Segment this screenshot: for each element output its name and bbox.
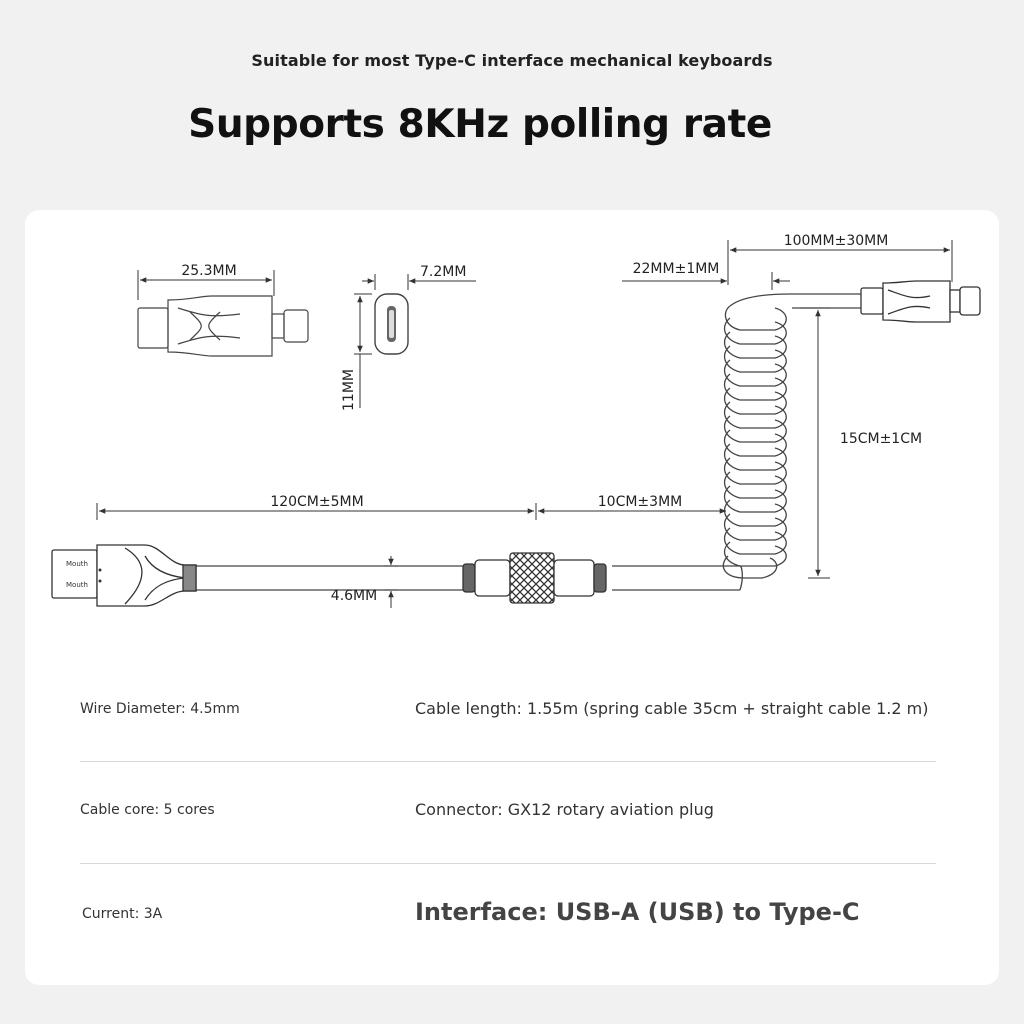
page-subtitle: Suitable for most Type-C interface mecha… bbox=[251, 51, 773, 70]
spec-cable-length: Cable length: 1.55m (spring cable 35cm +… bbox=[415, 699, 929, 718]
coiled-cable bbox=[722, 293, 861, 579]
dimension-coil-lead: 10CM±3MM bbox=[538, 494, 726, 514]
spec-connector: Connector: GX12 rotary aviation plug bbox=[415, 800, 714, 819]
dimension-tail-length: 100MM±30MM bbox=[727, 233, 953, 285]
dimension-typec-length: 25.3MM bbox=[137, 263, 275, 300]
typec-connector-right bbox=[860, 280, 981, 323]
dimension-straight-length: 120CM±5MM bbox=[96, 494, 537, 520]
spec-cable-core: Cable core: 5 cores bbox=[80, 802, 215, 818]
coil-height-label: 15CM±1CM bbox=[840, 431, 922, 447]
port-width-label: 7.2MM bbox=[420, 264, 466, 280]
dimension-port-width: 7.2MM bbox=[362, 264, 476, 290]
coil-offset-label: 22MM±1MM bbox=[633, 261, 720, 277]
dimension-coil-height: 15CM±1CM bbox=[800, 307, 922, 579]
tail-length-label: 100MM±30MM bbox=[784, 233, 889, 249]
wire-diameter-dim-label: 4.6MM bbox=[331, 588, 377, 604]
usb-mouth-bottom-label: Mouth bbox=[66, 581, 88, 589]
spec-divider bbox=[80, 863, 936, 864]
straight-length-label: 120CM±5MM bbox=[270, 494, 363, 510]
spec-current: Current: 3A bbox=[82, 906, 163, 922]
straight-cable bbox=[196, 565, 743, 591]
port-height-label: 11MM bbox=[341, 369, 357, 411]
typec-plug-detail bbox=[137, 295, 309, 357]
usb-mouth-top-label: Mouth bbox=[66, 560, 88, 568]
spec-interface: Interface: USB-A (USB) to Type-C bbox=[415, 898, 860, 926]
port-detail bbox=[374, 293, 409, 355]
typec-length-label: 25.3MM bbox=[181, 263, 236, 279]
dimension-coil-offset: 22MM±1MM bbox=[622, 261, 790, 290]
page-title: Supports 8KHz polling rate bbox=[188, 102, 772, 147]
coil-lead-label: 10CM±3MM bbox=[598, 494, 682, 510]
spec-divider bbox=[80, 761, 936, 762]
spec-wire-diameter: Wire Diameter: 4.5mm bbox=[80, 701, 240, 717]
usb-a-plug: Mouth Mouth bbox=[51, 544, 197, 607]
dimension-wire-diameter: 4.6MM bbox=[331, 556, 398, 608]
dimension-port-height: 11MM bbox=[341, 293, 372, 411]
gx12-aviation-connector bbox=[462, 552, 607, 604]
